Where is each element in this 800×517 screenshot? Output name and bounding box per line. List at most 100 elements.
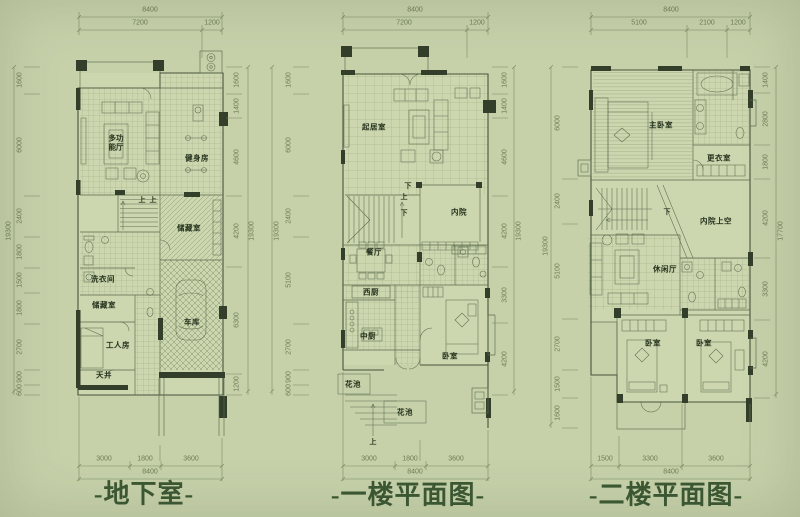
dim-s-top-1: 2100: [699, 19, 715, 27]
dim-s-bottom-2: 3600: [708, 455, 724, 463]
room-label-chinese-kitchen: 中厨: [360, 331, 376, 341]
stair-label-up: 上: [400, 194, 408, 201]
dim-f-left-3: 5100: [285, 272, 293, 288]
room-label-master-bedroom: 主卧室: [649, 120, 673, 130]
dim-f-bottom-0: 3000: [361, 455, 377, 463]
dim-b-left-3: 1800: [16, 244, 24, 260]
dim-s-right-4: 3300: [762, 281, 770, 297]
stair-label-down: 下: [663, 209, 671, 216]
dim-f-top-1: 1200: [469, 19, 485, 27]
dim-f-bottom-2: 3600: [448, 455, 464, 463]
room-label-light-well: 天井: [96, 370, 112, 380]
dim-b-left-8: 600: [16, 384, 24, 396]
stair-label-up: 上: [149, 197, 157, 204]
dim-f-right-total: 19300: [515, 221, 523, 241]
dim-f-right-5: 4200: [501, 351, 509, 367]
dim-f-left-total: 19300: [273, 221, 281, 241]
dim-s-left-total: 19300: [542, 236, 550, 256]
stair-label-down: 下: [400, 210, 408, 217]
first-floor-plan-drawing: [269, 12, 517, 482]
dim-b-right-4: 6300: [233, 312, 241, 328]
room-label-flower-bed-a: 花池: [345, 379, 361, 389]
room-label-living: 起居室: [362, 122, 386, 132]
dim-s-left-5: 1600: [554, 405, 562, 421]
room-label-garage: 车库: [184, 317, 200, 327]
room-label-dressing: 更衣室: [707, 153, 731, 163]
room-label-flower-bed-b: 花池: [397, 407, 413, 417]
dim-f-left-4: 2700: [285, 339, 293, 355]
dim-b-right-total: 19300: [248, 221, 256, 241]
dim-s-top-0: 5100: [631, 19, 647, 27]
dim-f-bottom-1: 1800: [402, 455, 418, 463]
room-label-west-kitchen: 西厨: [363, 287, 379, 297]
dim-s-left-3: 2700: [554, 336, 562, 352]
dim-b-right-3: 4200: [233, 223, 241, 239]
dim-f-right-0: 1600: [501, 72, 509, 88]
stair-label-up: 上: [138, 197, 146, 204]
room-label-leisure-hall: 休闲厅: [653, 264, 677, 274]
dim-b-left-5: 1800: [16, 300, 24, 316]
dim-s-right-5: 4200: [762, 351, 770, 367]
dim-b-top-0: 7200: [132, 19, 148, 27]
dim-f-right-3: 4200: [501, 223, 509, 239]
dim-s-top-2: 1200: [730, 19, 746, 27]
dim-s-top-total: 8400: [663, 6, 679, 14]
dim-f-left-1: 6000: [285, 137, 293, 153]
room-label-storage-a: 储藏室: [177, 223, 201, 233]
dim-b-top-1: 1200: [204, 19, 220, 27]
dim-f-top-0: 7200: [396, 19, 412, 27]
room-label-bedroom-a: 卧室: [645, 338, 661, 348]
dim-s-bottom-total: 8400: [663, 468, 679, 476]
dim-b-right-2: 4600: [233, 149, 241, 165]
room-label-courtyard: 内院: [451, 207, 467, 217]
room-label-dining: 餐厅: [366, 247, 382, 257]
dim-f-right-1: 1400: [501, 98, 509, 114]
dim-b-bottom-total: 8400: [142, 468, 158, 476]
dim-b-right-5: 1200: [233, 376, 241, 392]
dim-b-left-4: 1500: [16, 272, 24, 288]
room-label-multi-hall: 多功能厅: [108, 133, 124, 151]
dim-s-right-2: 1800: [762, 154, 770, 170]
stair-label-entry-up: 上: [369, 439, 377, 446]
dim-s-left-1: 2400: [554, 193, 562, 209]
room-label-bedroom: 卧室: [442, 351, 458, 361]
dim-b-top-total: 8400: [142, 6, 158, 14]
dim-s-right-3: 4200: [762, 210, 770, 226]
plan-title-first-floor: -一楼平面图-: [330, 480, 486, 510]
dim-f-left-6: 600: [285, 384, 293, 396]
dim-b-bottom-1: 1800: [137, 455, 153, 463]
dim-f-top-total: 8400: [407, 6, 423, 14]
dim-s-bottom-1: 3300: [642, 455, 658, 463]
dim-b-left-0: 1600: [16, 72, 24, 88]
dim-b-bottom-2: 3600: [183, 455, 199, 463]
dim-s-right-1: 2800: [762, 111, 770, 127]
basement-plan-drawing: [11, 12, 251, 482]
second-floor-plan-drawing: [548, 12, 779, 482]
room-label-storage-b: 储藏室: [92, 300, 116, 310]
dim-s-right-0: 1400: [762, 72, 770, 88]
dim-s-left-4: 1500: [554, 376, 562, 392]
room-label-laundry: 洗衣间: [91, 274, 115, 284]
dim-f-left-5: 900: [285, 371, 293, 383]
dim-f-left-2: 2400: [285, 208, 293, 224]
dim-s-right-total: 17700: [777, 221, 785, 241]
room-label-worker-room: 工人房: [106, 340, 130, 350]
dim-s-bottom-0: 1500: [597, 455, 613, 463]
room-label-courtyard-void: 内院上空: [700, 216, 732, 226]
dim-s-left-2: 5100: [554, 263, 562, 279]
dim-b-left-6: 2700: [16, 339, 24, 355]
dim-f-bottom-total: 8400: [407, 468, 423, 476]
dim-b-right-1: 1400: [233, 98, 241, 114]
room-label-bedroom-b: 卧室: [696, 338, 712, 348]
dim-f-right-2: 4600: [501, 149, 509, 165]
dim-s-left-0: 6000: [554, 115, 562, 131]
dim-b-left-2: 2400: [16, 208, 24, 224]
plan-title-basement: -地下室-: [93, 479, 195, 509]
dim-b-left-7: 900: [16, 371, 24, 383]
dim-f-left-0: 1600: [285, 72, 293, 88]
dim-b-left-total: 19300: [5, 221, 13, 241]
dim-b-bottom-0: 3000: [96, 455, 112, 463]
stair-label-down: 下: [404, 183, 412, 190]
